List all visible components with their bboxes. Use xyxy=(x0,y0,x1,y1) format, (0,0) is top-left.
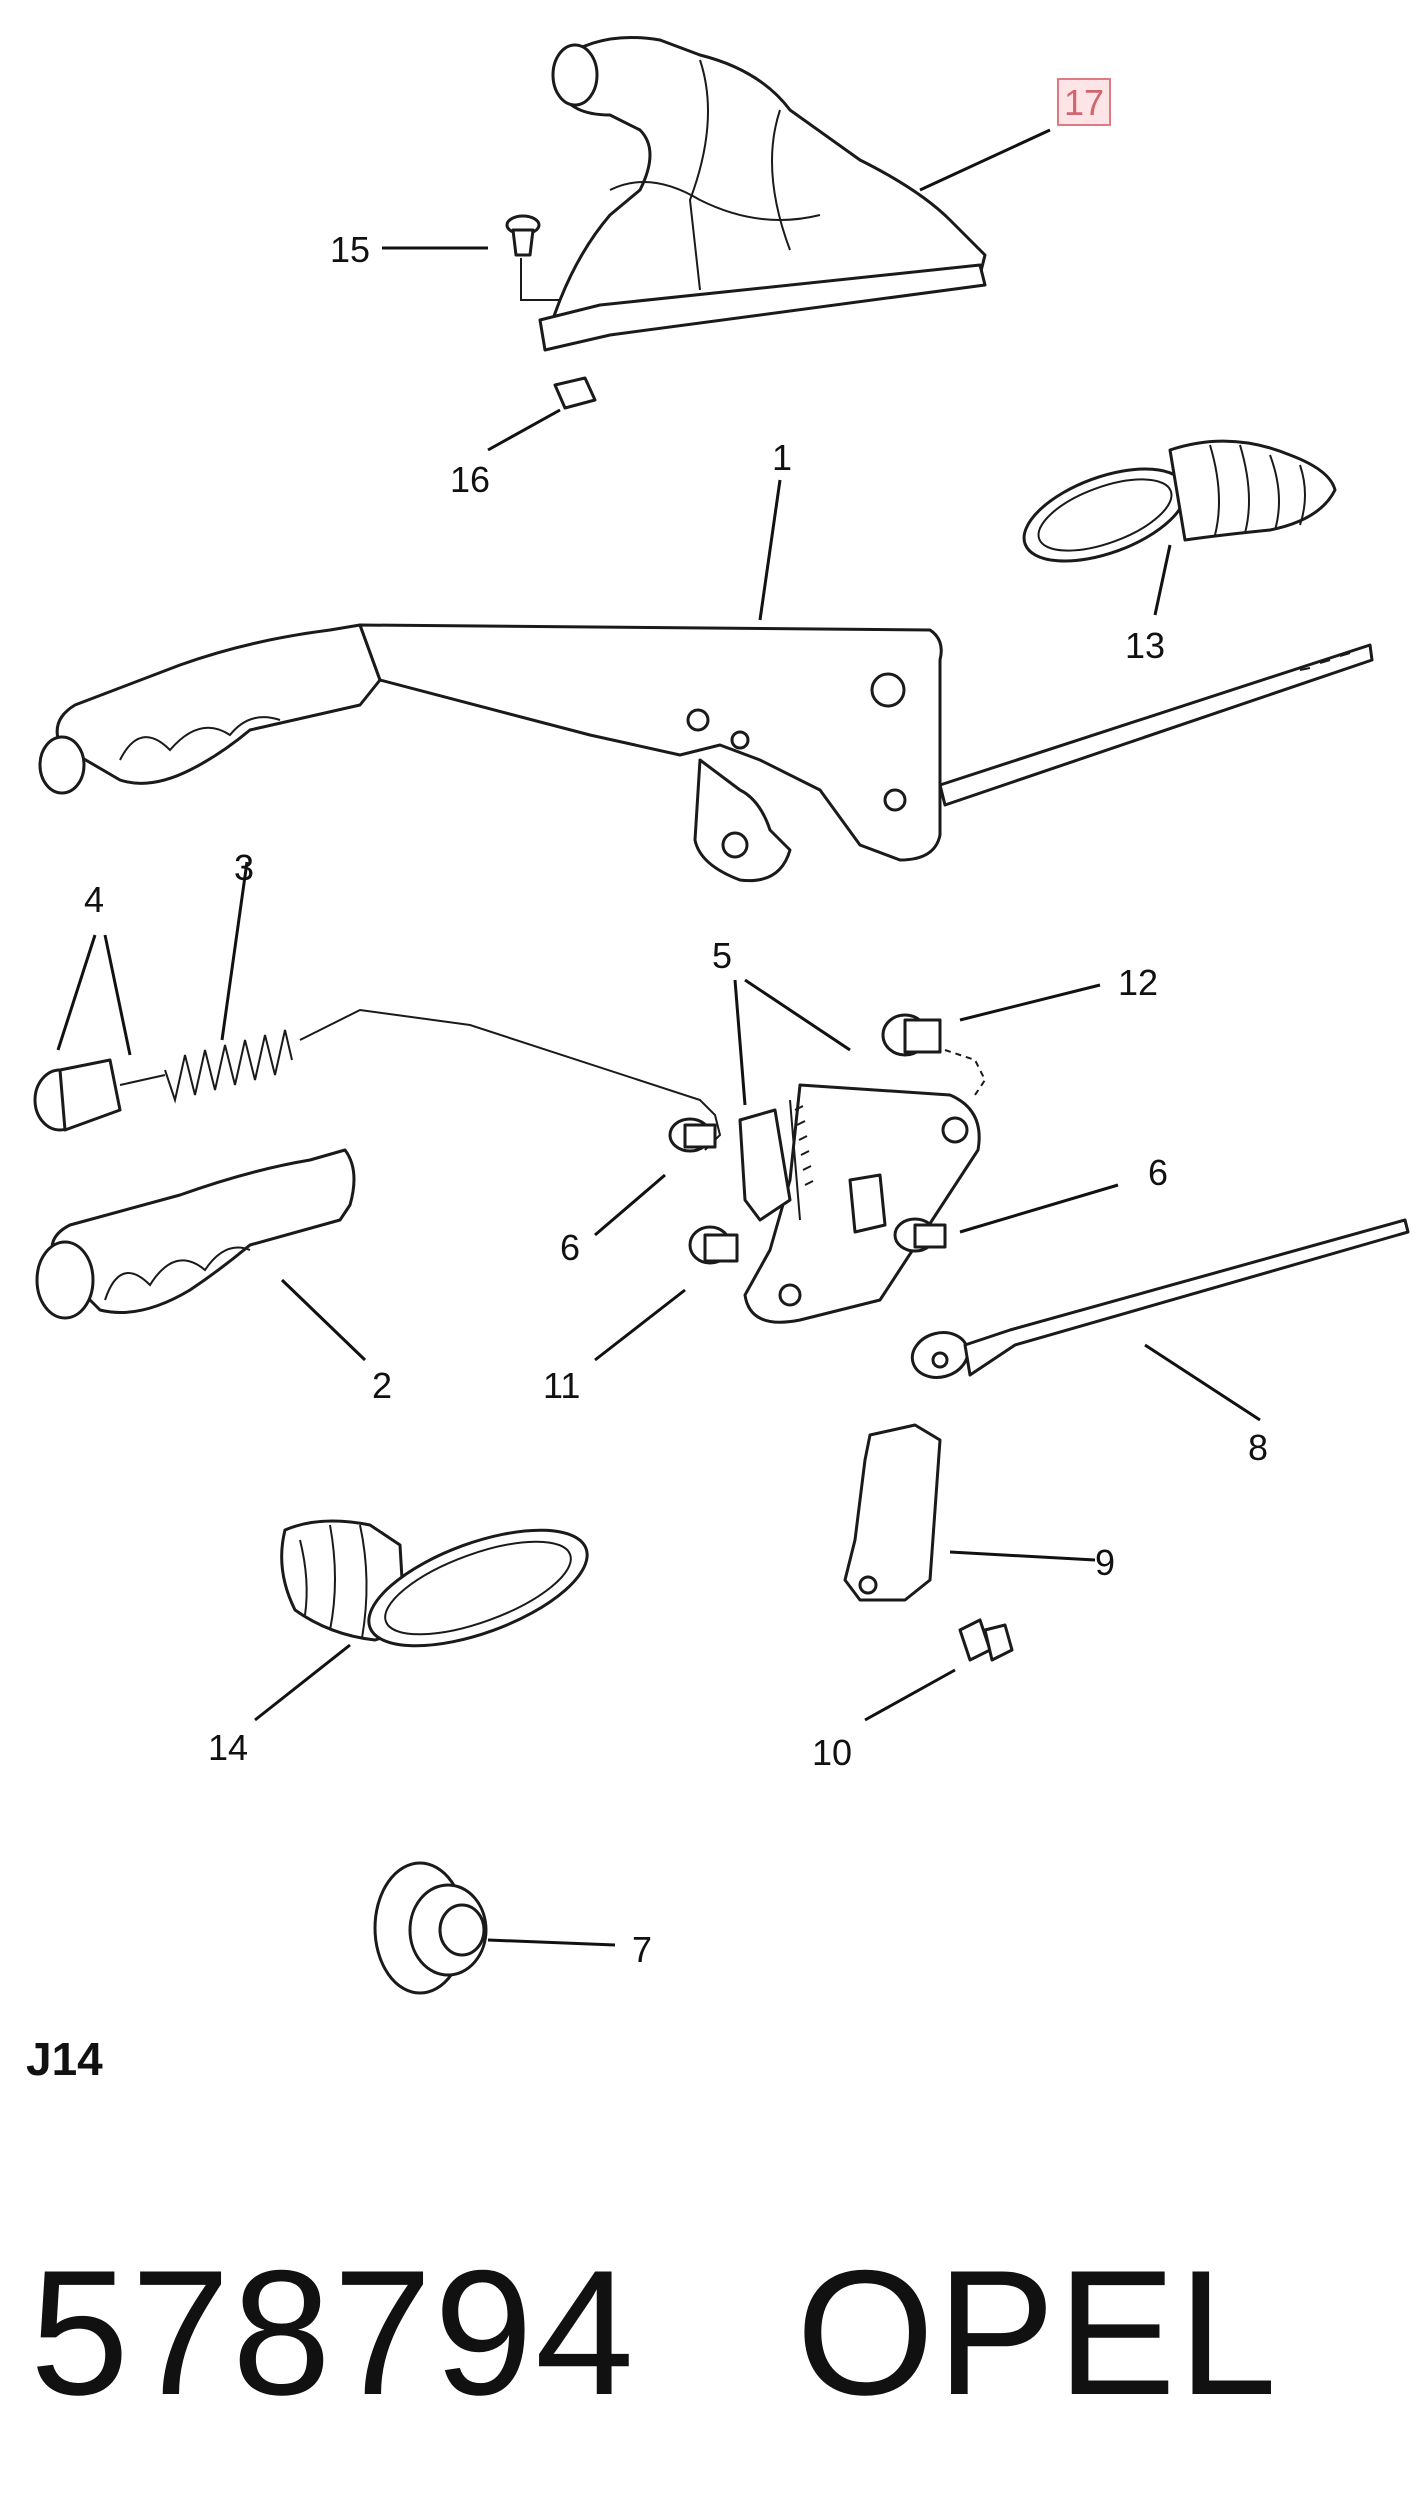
part-8-cable-rod xyxy=(910,1218,1410,1379)
part-13-rubber-boot xyxy=(1022,439,1337,563)
part-10-bolt xyxy=(958,1618,1014,1662)
section-code: J14 xyxy=(26,2033,103,2085)
part-2-grip xyxy=(35,1148,356,1320)
callout-6-right: 6 xyxy=(1148,1152,1168,1193)
part-15-screw xyxy=(505,214,560,301)
callout-2: 2 xyxy=(372,1365,392,1406)
callout-3: 3 xyxy=(234,847,254,888)
callout-17-highlight xyxy=(1057,78,1111,126)
brand-name: OPEL xyxy=(795,2233,1279,2432)
callout-17: 17 xyxy=(1064,82,1104,123)
part-9-bracket xyxy=(843,1423,942,1602)
part-12-nut xyxy=(881,1013,987,1096)
callout-7: 7 xyxy=(632,1929,652,1970)
part-5-ratchet-plate xyxy=(738,1083,981,1324)
part-4-rod-end xyxy=(33,1058,122,1132)
part-1-handbrake-lever xyxy=(38,623,1374,883)
part-11-bushing xyxy=(688,1225,739,1265)
part-7-grommet xyxy=(373,1861,488,1995)
part-16-clip xyxy=(553,376,597,410)
part-number: 578794 xyxy=(30,2233,636,2432)
callout-4: 4 xyxy=(84,879,104,920)
part-14-rubber-boot xyxy=(280,1519,589,1648)
callout-1: 1 xyxy=(772,437,792,478)
callout-9: 9 xyxy=(1095,1542,1115,1583)
callout-10: 10 xyxy=(812,1732,852,1773)
callout-labels: 17 15 16 1 13 3 4 5 12 6 6 2 11 8 9 14 1… xyxy=(84,78,1268,1970)
callout-6-left: 6 xyxy=(560,1227,580,1268)
part-6-bushing-left xyxy=(668,1117,717,1153)
callout-14: 14 xyxy=(208,1727,248,1768)
callout-16: 16 xyxy=(450,459,490,500)
callout-8: 8 xyxy=(1248,1427,1268,1468)
callout-11: 11 xyxy=(543,1365,580,1406)
callout-12: 12 xyxy=(1118,962,1158,1003)
part-17-lever-boot xyxy=(538,36,987,352)
exploded-parts-diagram: 17 15 16 1 13 3 4 5 12 6 6 2 11 8 9 14 1… xyxy=(33,36,1410,1995)
callout-13: 13 xyxy=(1125,625,1165,666)
part-6-bushing-right xyxy=(893,1217,947,1253)
part-number-footer: 578794 OPEL xyxy=(30,2230,1279,2435)
leader-lines xyxy=(56,128,1261,1947)
callout-15: 15 xyxy=(330,229,370,270)
part-3-spring xyxy=(119,1008,722,1151)
callout-5: 5 xyxy=(712,935,732,976)
